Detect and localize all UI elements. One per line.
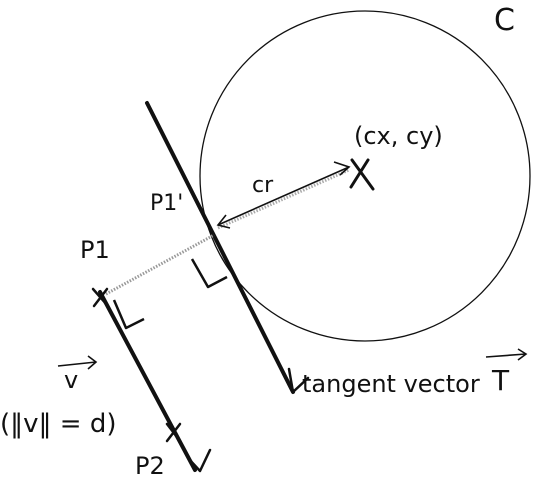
vector-v-arrow xyxy=(57,355,98,370)
projection-line xyxy=(105,233,215,296)
right-angle-marker-p1 xyxy=(112,299,145,330)
radius-arrowhead-left xyxy=(216,214,231,229)
label-p2: P2 xyxy=(135,452,165,480)
radius-arrow xyxy=(217,166,350,226)
label-p1: P1 xyxy=(80,236,110,264)
radius-dotted xyxy=(217,168,350,230)
tangent-arrowhead xyxy=(287,367,310,394)
tangent-line xyxy=(145,101,295,394)
label-norm: (‖v‖ = d) xyxy=(0,409,117,439)
p2-cross xyxy=(165,422,182,443)
p1-cross xyxy=(91,287,110,308)
circle-c xyxy=(199,10,531,342)
center-cross xyxy=(349,158,375,191)
label-tangent: tangent vector xyxy=(302,370,480,398)
vector-t-arrow xyxy=(485,348,528,361)
label-radius: cr xyxy=(252,173,274,198)
vector-line xyxy=(98,290,197,472)
label-circle-c: C xyxy=(494,3,515,38)
vector-arrowhead xyxy=(186,448,212,473)
label-vector-v: v xyxy=(64,366,78,394)
label-tangent-symbol: T xyxy=(491,364,510,397)
label-center: (cx, cy) xyxy=(354,122,443,150)
label-p1-prime: P1' xyxy=(150,191,183,216)
right-angle-marker-tangent xyxy=(190,258,228,289)
radius-arrowhead-right xyxy=(333,161,351,176)
